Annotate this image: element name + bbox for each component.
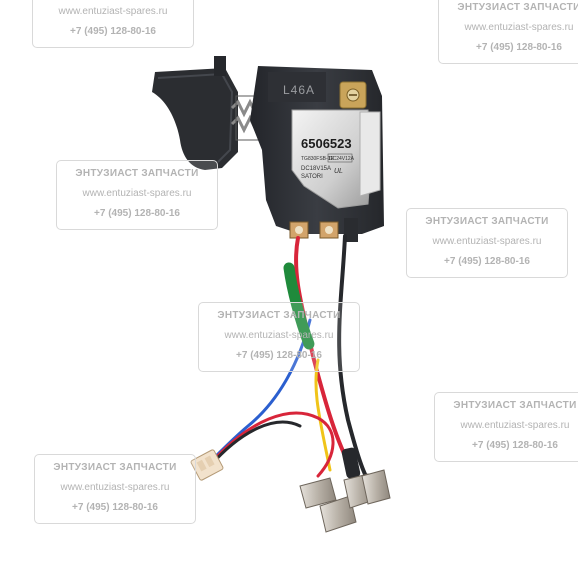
model-text: TG830FSB-1E xyxy=(301,156,334,162)
watermark-title: ЭНТУЗИАСТ ЗАПЧАСТИ xyxy=(453,400,577,411)
watermark-title: ЭНТУЗИАСТ ЗАПЧАСТИ xyxy=(425,216,549,227)
rating-ac: DC24V12A xyxy=(329,156,355,162)
watermark-phone: +7 (495) 128-80-16 xyxy=(444,256,530,267)
watermark-phone: +7 (495) 128-80-16 xyxy=(94,208,180,219)
spade-terminals xyxy=(299,469,391,533)
watermark-title: ЭНТУЗИАСТ ЗАПЧАСТИ xyxy=(457,2,578,13)
watermark-box: ЭНТУЗИАСТ ЗАПЧАСТИ www.entuziast-spares.… xyxy=(32,0,194,48)
watermark-box: ЭНТУЗИАСТ ЗАПЧАСТИ www.entuziast-spares.… xyxy=(34,454,196,524)
watermark-url: www.entuziast-spares.ru xyxy=(224,330,334,341)
wire-harness xyxy=(208,234,370,482)
watermark-url: www.entuziast-spares.ru xyxy=(464,22,574,33)
watermark-url: www.entuziast-spares.ru xyxy=(58,6,168,17)
watermark-phone: +7 (495) 128-80-16 xyxy=(236,350,322,361)
brand-text: SATORI xyxy=(301,174,323,180)
watermark-title: ЭНТУЗИАСТ ЗАПЧАСТИ xyxy=(75,168,199,179)
green-sleeve xyxy=(283,262,315,350)
watermark-box: ЭНТУЗИАСТ ЗАПЧАСТИ www.entuziast-spares.… xyxy=(56,160,218,230)
housing-mark: L46A xyxy=(283,83,315,97)
watermark-box: ЭНТУЗИАСТ ЗАПЧАСТИ www.entuziast-spares.… xyxy=(438,0,578,64)
watermark-box: ЭНТУЗИАСТ ЗАПЧАСТИ www.entuziast-spares.… xyxy=(434,392,578,462)
watermark-phone: +7 (495) 128-80-16 xyxy=(472,440,558,451)
watermark-title: ЭНТУЗИАСТ ЗАПЧАСТИ xyxy=(217,310,341,321)
watermark-phone: +7 (495) 128-80-16 xyxy=(476,42,562,53)
watermark-box: ЭНТУЗИАСТ ЗАПЧАСТИ www.entuziast-spares.… xyxy=(406,208,568,278)
watermark-url: www.entuziast-spares.ru xyxy=(82,188,192,199)
watermark-url: www.entuziast-spares.ru xyxy=(432,236,542,247)
trigger xyxy=(152,68,238,170)
watermark-phone: +7 (495) 128-80-16 xyxy=(72,502,158,513)
watermark-url: www.entuziast-spares.ru xyxy=(60,482,170,493)
rating-dc: DC18V15A xyxy=(301,166,331,172)
cert-mark: UL xyxy=(334,168,343,175)
watermark-title: ЭНТУЗИАСТ ЗАПЧАСТИ xyxy=(53,462,177,473)
watermark-url: www.entuziast-spares.ru xyxy=(460,420,570,431)
watermark-box: ЭНТУЗИАСТ ЗАПЧАСТИ www.entuziast-spares.… xyxy=(198,302,360,372)
watermark-phone: +7 (495) 128-80-16 xyxy=(70,26,156,37)
part-code: 6506523 xyxy=(301,136,352,151)
